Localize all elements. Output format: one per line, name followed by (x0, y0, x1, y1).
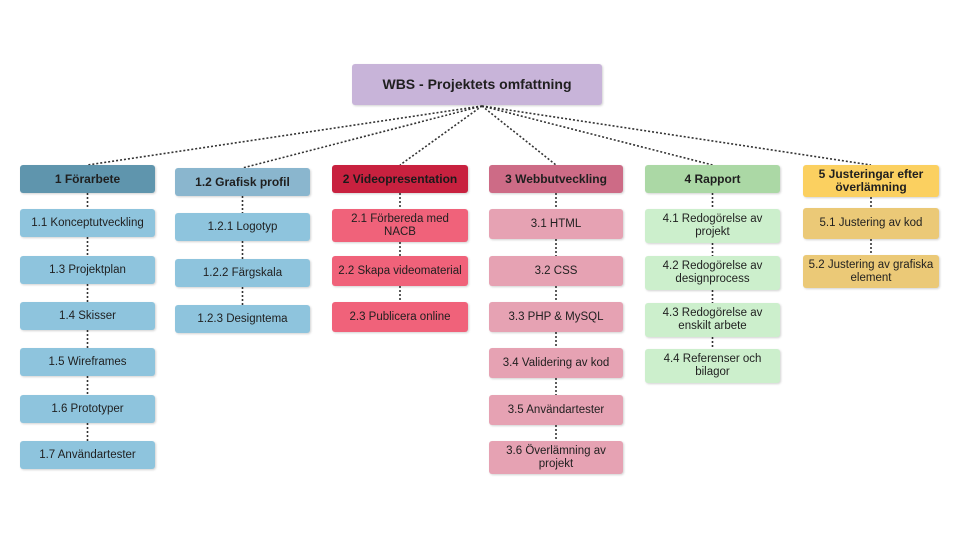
branch-6-heading: 5 Justeringar efter överlämning (803, 165, 939, 197)
task-3-1: 3.1 HTML (489, 209, 623, 239)
task-1-2-2: 1.2.2 Färgskala (175, 259, 310, 287)
task-1-4: 1.4 Skisser (20, 302, 155, 330)
task-1-5: 1.5 Wireframes (20, 348, 155, 376)
task-1-3: 1.3 Projektplan (20, 256, 155, 284)
connector-line (481, 105, 557, 166)
task-1-6: 1.6 Prototyper (20, 395, 155, 423)
task-2-2: 2.2 Skapa videomaterial (332, 256, 468, 286)
connector-line (87, 105, 483, 166)
task-5-1: 5.1 Justering av kod (803, 208, 939, 239)
task-4-1: 4.1 Redogörelse av projekt (645, 209, 780, 243)
branch-1-heading: 1 Förarbete (20, 165, 155, 193)
task-1-7: 1.7 Användartester (20, 441, 155, 469)
connector-line (242, 105, 483, 169)
branch-5-heading: 4 Rapport (645, 165, 780, 193)
task-3-4: 3.4 Validering av kod (489, 348, 623, 378)
branch-4-heading: 3 Webbutveckling (489, 165, 623, 193)
connector-line (399, 105, 483, 166)
root-node: WBS - Projektets omfattning (352, 64, 602, 105)
task-1-2-3: 1.2.3 Designtema (175, 305, 310, 333)
task-3-5: 3.5 Användartester (489, 395, 623, 425)
task-1-2-1: 1.2.1 Logotyp (175, 213, 310, 241)
task-4-3: 4.3 Redogörelse av enskilt arbete (645, 303, 780, 337)
task-5-2: 5.2 Justering av grafiska element (803, 255, 939, 288)
task-4-2: 4.2 Redogörelse av designprocess (645, 256, 780, 290)
connector-line (481, 105, 713, 166)
task-1-1: 1.1 Konceptutveckling (20, 209, 155, 237)
branch-2-heading: 1.2 Grafisk profil (175, 168, 310, 196)
task-3-2: 3.2 CSS (489, 256, 623, 286)
task-3-6: 3.6 Överlämning av projekt (489, 441, 623, 474)
task-4-4: 4.4 Referenser och bilagor (645, 349, 780, 383)
connector-line (481, 105, 872, 166)
task-2-1: 2.1 Förbereda med NACB (332, 209, 468, 242)
branch-3-heading: 2 Videopresentation (332, 165, 468, 193)
task-3-3: 3.3 PHP & MySQL (489, 302, 623, 332)
task-2-3: 2.3 Publicera online (332, 302, 468, 332)
